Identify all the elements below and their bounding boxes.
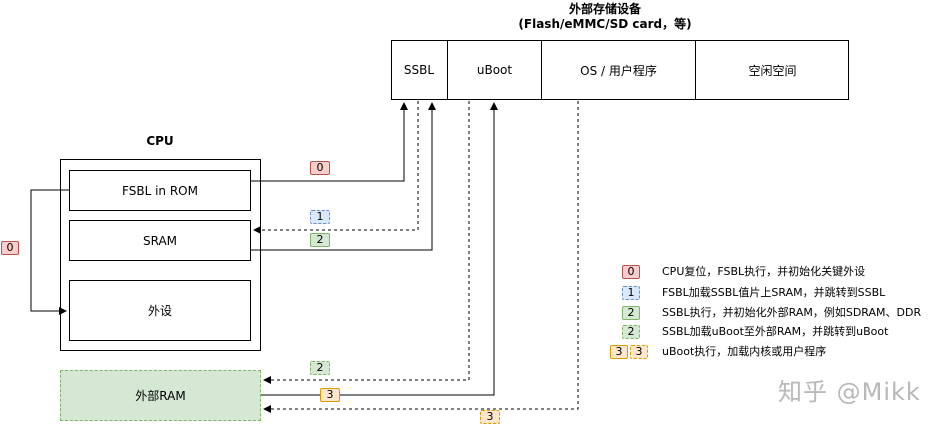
legend-text-1: FSBL加载SSBL值片上SRAM，并跳转到SSBL <box>662 286 886 299</box>
arrow-uboot-to-ram <box>263 101 470 384</box>
storage-title: 外部存储设备 (Flash/eMMC/SD card，等) <box>470 2 740 32</box>
watermark: 知乎 @Mikk <box>778 378 921 406</box>
legend-text-0: CPU复位，FSBL执行，并初始化关键外设 <box>662 265 866 278</box>
sram-box: SRAM <box>69 220 251 261</box>
legend: 0 CPU复位，FSBL执行，并初始化关键外设 1 FSBL加载SSBL值片上S… <box>600 262 950 362</box>
step-badge-0-top: 0 <box>310 161 330 175</box>
arrow-ram-to-uboot <box>261 102 498 396</box>
cpu-container <box>60 159 261 351</box>
storage-cell-uboot: uBoot <box>447 41 541 99</box>
step-badge-1: 1 <box>310 210 330 224</box>
storage-cell-os: OS / 用户程序 <box>541 41 695 99</box>
step-badge-2-sram: 2 <box>310 233 330 247</box>
legend-badge-0: 0 <box>622 265 640 279</box>
step-badge-3-ram: 3 <box>320 388 340 402</box>
storage-title-line2: (Flash/eMMC/SD card，等) <box>518 17 692 31</box>
peripheral-box: 外设 <box>69 280 251 341</box>
arrow-ssbl-to-sram <box>253 101 419 234</box>
legend-badge-2-dashed: 2 <box>622 325 640 339</box>
step-badge-0-left: 0 <box>1 241 19 255</box>
legend-text-4: uBoot执行，加载内核或用户程序 <box>662 345 827 358</box>
legend-badge-3: 3 <box>610 345 628 359</box>
fsbl-rom-box: FSBL in ROM <box>69 170 251 211</box>
storage-cell-ssbl: SSBL <box>403 63 435 77</box>
storage-device: SSBL uBoot OS / 用户程序 空闲空间 <box>391 40 849 100</box>
storage-title-line1: 外部存储设备 <box>568 2 641 16</box>
storage-cell-free: 空闲空间 <box>695 41 849 99</box>
arrow-sram-to-ssbl <box>251 102 436 251</box>
legend-badge-2: 2 <box>622 306 640 320</box>
arrow-fsbl-to-peripheral <box>30 189 69 315</box>
external-ram-box: 外部RAM <box>60 370 261 421</box>
arrow-os-to-ram <box>263 101 579 413</box>
cpu-title: CPU <box>146 134 174 148</box>
legend-text-3: SSBL加载uBoot至外部RAM，并跳转到uBoot <box>662 325 889 338</box>
step-badge-2-ram: 2 <box>310 361 330 375</box>
legend-badge-1: 1 <box>622 286 640 300</box>
legend-badge-3-dashed: 3 <box>630 345 648 359</box>
legend-text-2: SSBL执行，并初始化外部RAM，例如SDRAM、DDR <box>662 306 922 319</box>
arrow-fsbl-to-ssbl <box>251 102 408 182</box>
step-badge-3-bottom: 3 <box>480 410 500 424</box>
